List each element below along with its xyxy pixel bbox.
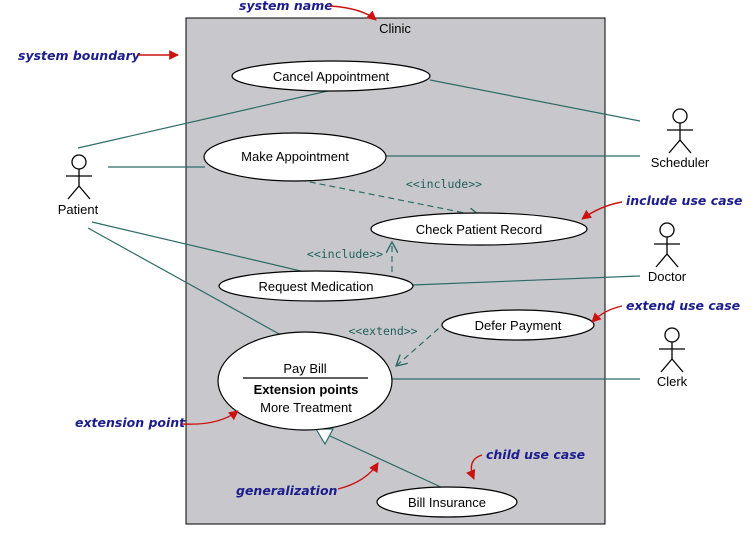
annotation-include-use-case: include use case: [626, 193, 743, 208]
assoc-patient-request: [91, 221, 306, 273]
arrow-extend-use-case: [591, 305, 623, 323]
use-case-check-patient-record: Check Patient Record: [370, 212, 588, 246]
svg-text:Check Patient Record: Check Patient Record: [416, 222, 542, 237]
include-label-2: <<include>>: [307, 247, 383, 261]
actor-scheduler: [667, 108, 693, 154]
annotation-system-boundary: system boundary: [18, 48, 141, 63]
annotation-generalization: generalization: [236, 483, 338, 498]
include-label-1: <<include>>: [406, 177, 482, 191]
actor-clerk: [659, 327, 685, 373]
actor-scheduler-label: Scheduler: [651, 155, 710, 170]
arrow-include-use-case: [581, 201, 623, 220]
arrow-extension-point: [181, 410, 239, 425]
system-name: Clinic: [379, 21, 411, 36]
actor-patient: [66, 154, 92, 200]
arrow-child-use-case: [466, 454, 483, 480]
assoc-doctor-request: [411, 275, 641, 286]
use-case-request-medication: Request Medication: [218, 270, 414, 302]
use-case-cancel-appointment: Cancel Appointment: [231, 60, 431, 92]
extend-label: <<extend>>: [348, 324, 417, 338]
assoc-scheduler-cancel: [429, 79, 641, 122]
use-case-bill-insurance: Bill Insurance: [376, 486, 518, 518]
extension-points-header: Extension points: [254, 382, 359, 397]
use-case-make-appointment: Make Appointment: [203, 132, 387, 182]
arrow-generalization: [337, 462, 379, 490]
actor-doctor-label: Doctor: [648, 269, 687, 284]
pay-bill-label: Pay Bill: [283, 361, 326, 376]
use-case-defer-payment: Defer Payment: [441, 309, 595, 341]
include-make-check: [299, 179, 480, 216]
generalization-line: [329, 435, 444, 489]
svg-text:Request Medication: Request Medication: [259, 279, 374, 294]
annotation-system-name: system name: [239, 0, 333, 13]
system-boundary: [185, 17, 606, 525]
annotation-extension-point: extension point: [75, 415, 186, 430]
extend-defer-paybill: [396, 321, 447, 366]
svg-text:Defer Payment: Defer Payment: [475, 318, 562, 333]
use-case-pay-bill: Pay Bill Extension points More Treatment: [217, 331, 393, 431]
actor-clerk-label: Clerk: [657, 374, 688, 389]
svg-text:Make Appointment: Make Appointment: [241, 149, 349, 164]
svg-text:Cancel Appointment: Cancel Appointment: [273, 69, 390, 84]
actor-patient-label: Patient: [58, 202, 99, 217]
assoc-patient-paybill: [87, 227, 309, 351]
more-treatment-label: More Treatment: [260, 400, 352, 415]
annotation-extend-use-case: extend use case: [626, 298, 740, 313]
assoc-patient-cancel: [77, 89, 333, 149]
annotation-child-use-case: child use case: [486, 447, 585, 462]
actor-doctor: [654, 222, 680, 268]
svg-text:Bill Insurance: Bill Insurance: [408, 495, 486, 510]
arrow-system-name: [329, 5, 377, 21]
